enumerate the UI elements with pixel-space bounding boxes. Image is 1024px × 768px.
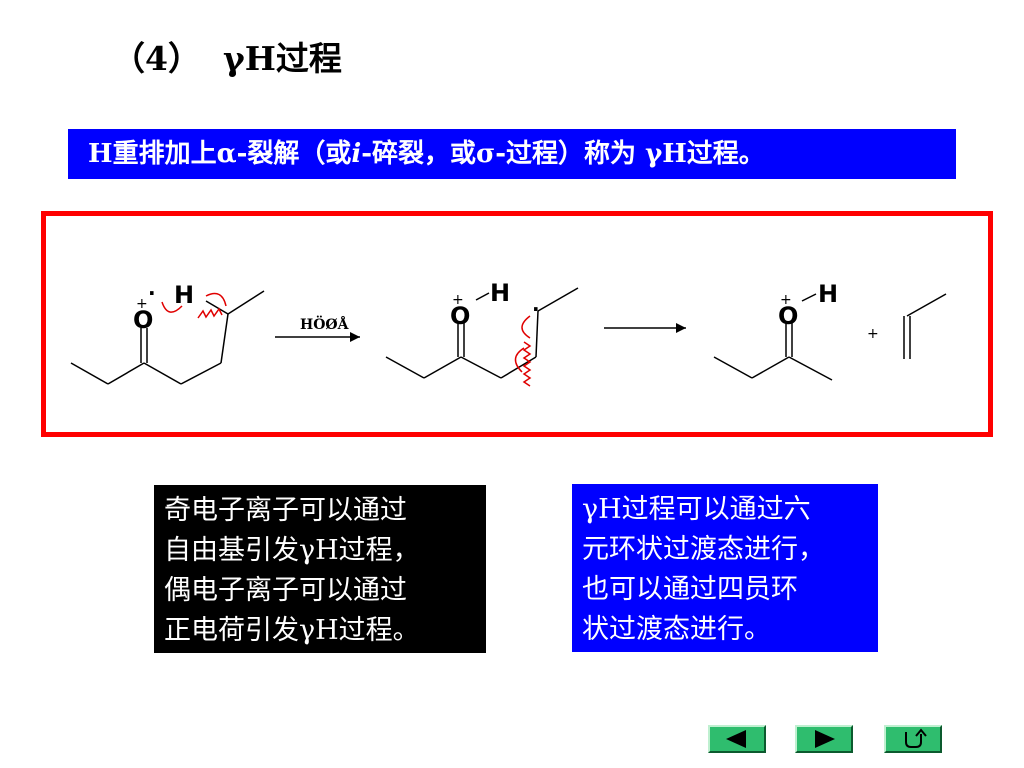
note-right-line-4: 状过渡态进行。 — [582, 614, 771, 645]
reaction-scheme-diagram: O + · H HÖØÅ O + H · — [70, 279, 947, 387]
note-left-line-2: 自由基引发γH过程， — [164, 535, 420, 566]
prev-slide-button[interactable] — [708, 725, 766, 753]
bond-oh — [475, 292, 490, 301]
red-half-arrow-1 — [161, 301, 183, 313]
definition-part1: H重排加上α-裂解（或 — [88, 139, 352, 169]
bond — [385, 356, 425, 379]
plus-sign: + — [867, 326, 879, 342]
molecule-reactant — [70, 290, 265, 385]
bond — [751, 356, 790, 379]
red-cleavage-mark-1 — [197, 307, 223, 319]
atom-o-3: O — [778, 302, 798, 330]
triangle-right-icon — [815, 730, 835, 748]
radical-dot-2: · — [532, 297, 540, 321]
arrow-head-2 — [676, 323, 686, 333]
triangle-left-icon — [726, 730, 746, 748]
charge-3: + — [780, 292, 792, 308]
atom-h-1: H — [174, 281, 194, 309]
atom-h-2: H — [490, 279, 510, 307]
bond — [713, 356, 753, 379]
charge-2: + — [452, 292, 464, 308]
note-right-line-3: 也可以通过四员环 — [582, 574, 798, 605]
definition-part2: -碎裂，或σ-过程）称为 γH过程。 — [361, 139, 765, 169]
atom-o-2: O — [450, 302, 470, 330]
slide-title: （4） γH过程 — [112, 32, 342, 80]
arrow-head-1 — [350, 332, 360, 342]
charge-1: + — [136, 296, 148, 312]
definition-box: H重排加上α-裂解（或i-碎裂，或σ-过程）称为 γH过程。 — [68, 129, 956, 179]
reaction-scheme-frame: O + · H HÖØÅ O + H · — [41, 211, 993, 437]
red-half-arrow-3 — [521, 315, 531, 339]
bond — [537, 287, 579, 312]
title-text: γH过程 — [222, 39, 342, 78]
bond-oh — [801, 293, 817, 302]
title-number: （4） — [112, 39, 201, 78]
bond — [227, 290, 265, 315]
note-left-line-4: 正电荷引发γH过程。 — [164, 615, 420, 646]
bond — [423, 356, 462, 379]
note-left-line-3: 偶电子离子可以通过 — [164, 575, 407, 606]
bond — [180, 362, 222, 385]
bond — [906, 293, 947, 317]
molecule-intermediate — [385, 287, 579, 379]
return-button[interactable] — [884, 725, 942, 753]
note-right-line-1: γH过程可以通过六 — [582, 494, 811, 525]
definition-italic: i — [351, 139, 362, 169]
radical-dot-1: · — [148, 281, 156, 305]
arrow-label: HÖØÅ — [300, 314, 350, 333]
bond — [107, 362, 145, 385]
atom-h-3: H — [818, 280, 838, 308]
note-right-line-2: 元环状过渡态进行， — [582, 534, 825, 565]
molecule-product-enol — [713, 293, 833, 381]
note-transition-state: γH过程可以通过六 元环状过渡态进行， 也可以通过四员环 状过渡态进行。 — [572, 484, 878, 652]
atom-o-1: O — [133, 306, 153, 334]
bond — [143, 362, 182, 385]
molecule-product-alkene — [903, 293, 947, 359]
red-cleavage-mark-2 — [522, 341, 532, 387]
bond — [70, 362, 109, 385]
note-left-line-1: 奇电子离子可以通过 — [164, 495, 407, 526]
bond — [205, 300, 229, 315]
bond — [788, 356, 833, 381]
red-half-arrow-4 — [514, 347, 525, 373]
bond — [460, 356, 502, 379]
next-slide-button[interactable] — [795, 725, 853, 753]
note-radical-vs-charge: 奇电子离子可以通过 自由基引发γH过程， 偶电子离子可以通过 正电荷引发γH过程… — [154, 485, 486, 653]
red-half-arrow-2 — [205, 292, 227, 307]
bond — [535, 310, 539, 358]
bond — [220, 313, 229, 364]
return-arrow-icon — [905, 728, 927, 748]
